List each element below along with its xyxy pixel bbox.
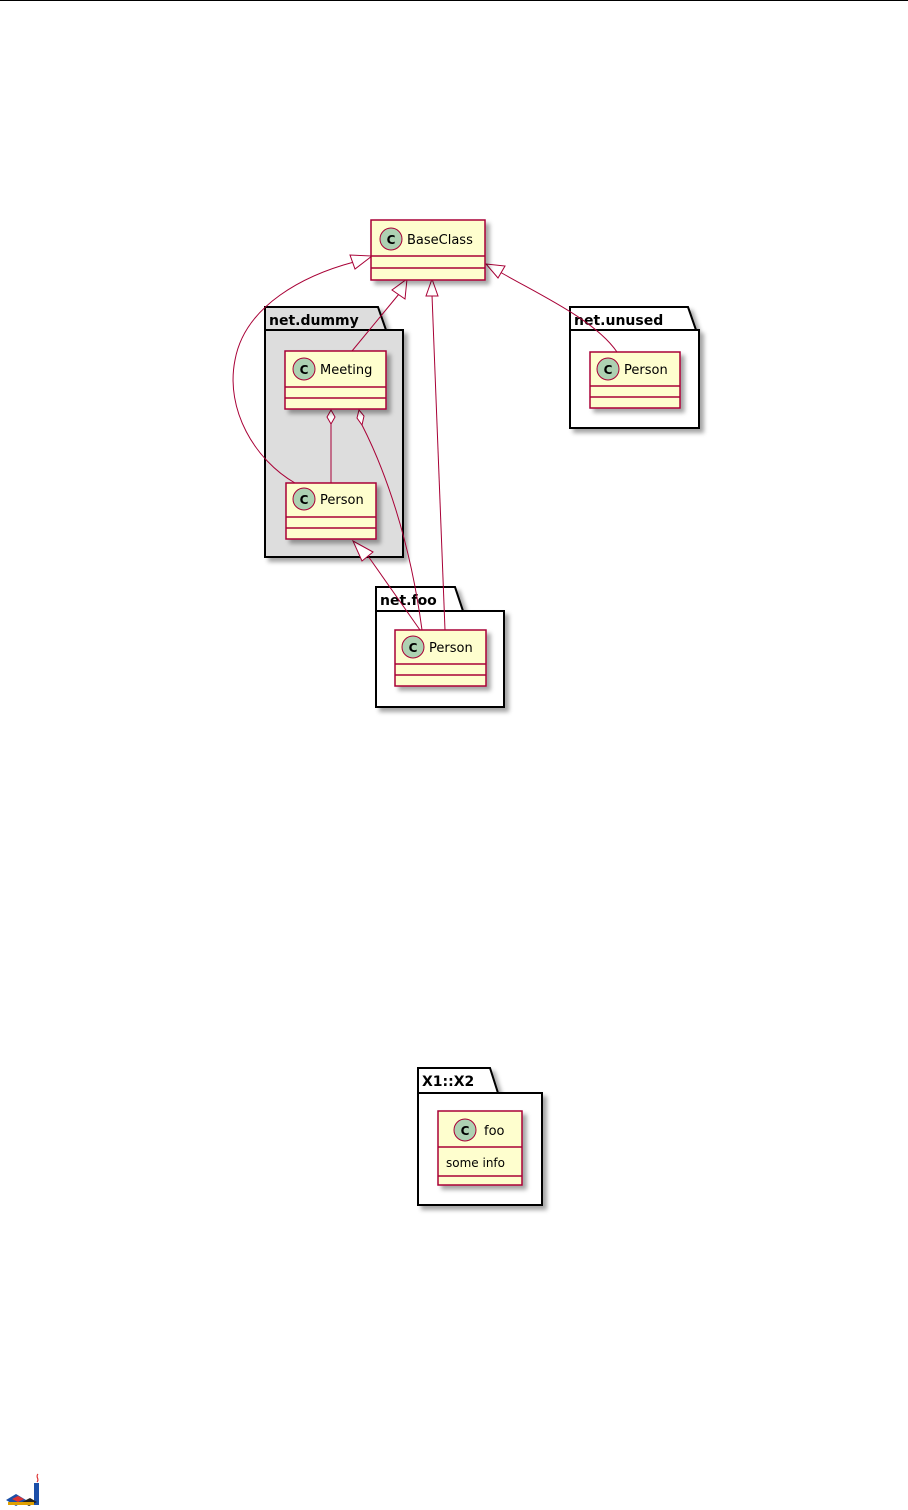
class-baseclass-name: BaseClass [407,233,473,248]
edge-unused-person-to-baseclass [499,271,618,353]
inheritance-arrowheads [349,254,506,562]
arrowhead-meeting-baseclass [391,277,408,300]
class-icon-letter: C [300,363,309,377]
diamond-meeting-person [326,408,336,426]
class-foo-name: foo [484,1124,505,1139]
arrowhead-foo-person-dummy-person [351,539,374,562]
package-x1-x2-label: X1::X2 [422,1074,474,1090]
class-icon-letter: C [604,363,613,377]
edge-foo-person-to-dummy-person [367,555,421,631]
aggregation-diamonds [326,408,365,427]
arrowhead-unused-person-baseclass [484,263,506,279]
class-icon [401,635,425,659]
package-net-dummy-label: net.dummy [269,313,359,329]
class-icon [453,1118,477,1142]
class-icon-letter: C [461,1124,470,1138]
class-baseclass: C BaseClass [370,219,486,281]
page-top-rule [0,0,908,1]
class-dummy-person: C Person [285,482,377,540]
class-foo-member: some info [446,1156,505,1170]
class-icon [379,227,403,251]
edge-meeting-to-baseclass [351,293,400,352]
arrowhead-foo-person-baseclass [425,277,439,297]
class-dummy-person-name: Person [320,493,364,508]
package-net-unused-label: net.unused [574,313,663,329]
class-icon-letter: C [409,641,418,655]
class-foo-person: C Person [394,629,487,687]
class-icon [292,357,316,381]
class-unused-person-name: Person [624,363,668,378]
class-icon-letter: C [387,233,396,247]
class-foo-person-name: Person [429,641,473,656]
arrowhead-dummy-person-baseclass [349,254,374,270]
class-unused-person: C Person [589,351,681,409]
class-icon [596,357,620,381]
edge-dummy-person-to-baseclass [232,261,355,484]
class-icon-letter: C [300,493,309,507]
relations [232,261,618,631]
class-foo: C foo some info [437,1110,523,1186]
plantuml-logo-icon [6,1473,39,1506]
class-meeting-name: Meeting [320,363,372,378]
class-meeting: C Meeting [284,350,387,410]
edge-foo-person-to-baseclass [431,294,446,631]
diamond-meeting-foo-person [356,408,365,427]
package-net-foo-label: net.foo [380,593,437,609]
edge-meeting-foo-person-aggregation [361,424,423,631]
class-icon [292,487,316,511]
